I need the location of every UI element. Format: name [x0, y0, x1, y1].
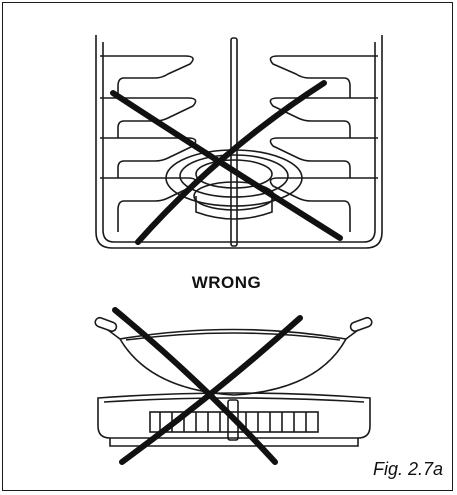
wrong-label: WRONG	[191, 273, 262, 292]
wrong-cross-top	[110, 80, 343, 245]
figure-caption: Fig. 2.7a	[372, 459, 443, 479]
wrong-cross-bottom	[112, 307, 303, 465]
burner-side	[97, 392, 371, 447]
pan-support-grid	[95, 35, 383, 249]
burner-top	[165, 149, 303, 220]
